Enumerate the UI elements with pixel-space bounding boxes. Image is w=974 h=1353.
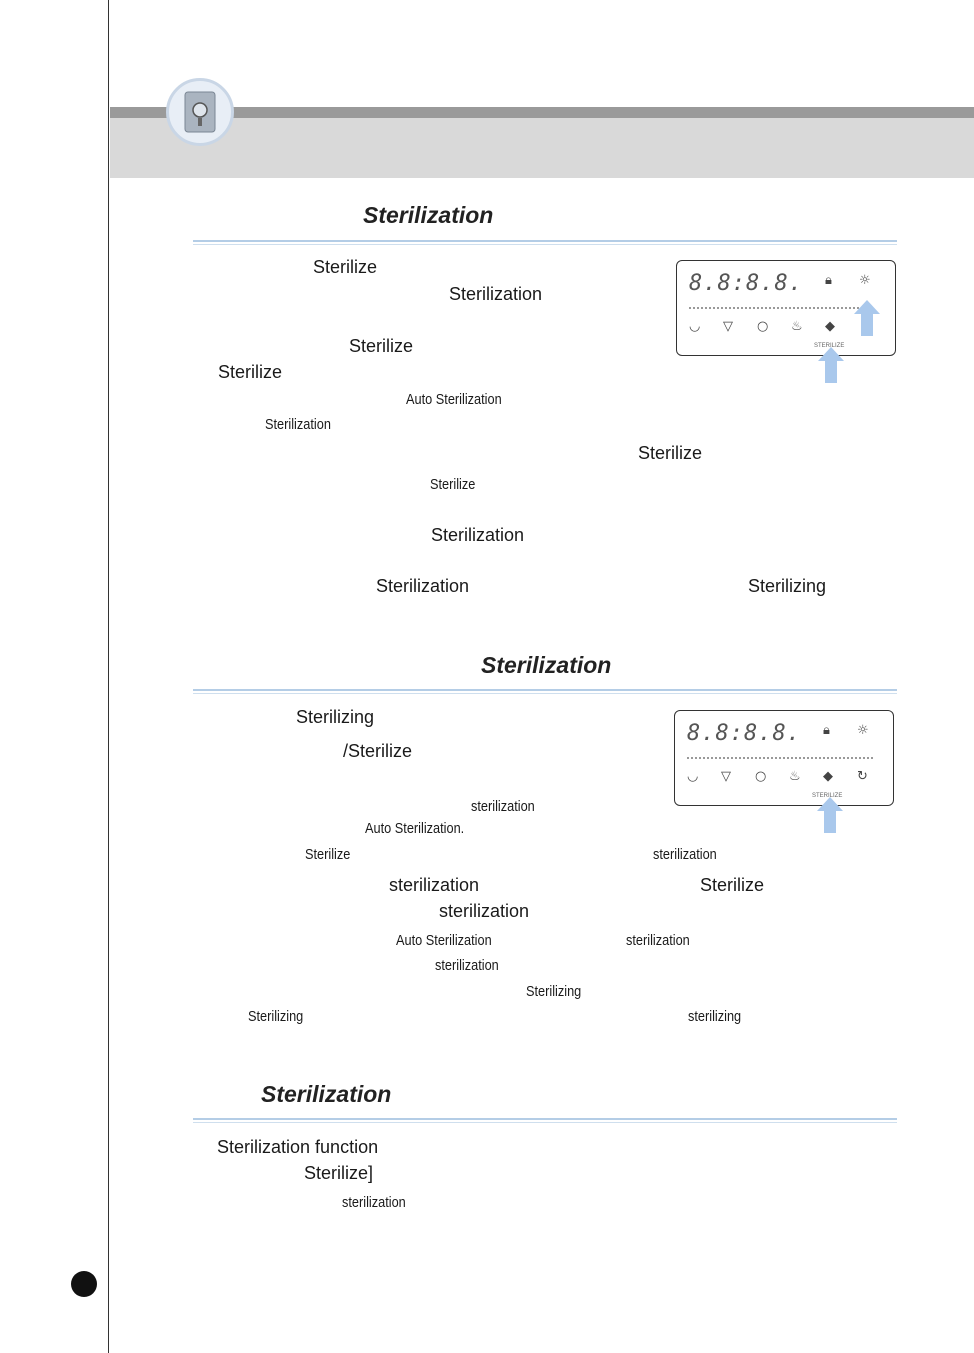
panel-dots	[687, 757, 873, 759]
section3-heading: Sterilization	[261, 1081, 392, 1107]
lock-icon: 🔒︎	[825, 273, 832, 288]
cup-icon: ▽	[723, 319, 733, 334]
product-logo	[166, 78, 234, 146]
text-line: sterilization	[471, 798, 535, 815]
arrow-up-icon	[818, 347, 844, 383]
panel-display: 8.8:8.8.	[687, 721, 801, 746]
text-line: sterilization	[439, 901, 530, 921]
text-line: Sterilizing	[526, 983, 582, 1000]
page-number-dot	[71, 1271, 97, 1297]
text-line: Sterilizing	[248, 1008, 304, 1025]
hot-water-icon: ♨	[789, 769, 801, 784]
header-band	[110, 118, 974, 178]
text-line: /Sterilize	[343, 741, 413, 761]
text-line: Auto Sterilization.	[365, 820, 465, 837]
text-line: Auto Sterilization	[396, 932, 492, 949]
text-line: Sterilize	[305, 846, 351, 863]
control-panel: 8.8:8.8. 🔒︎ ☼ ◡ ▽ ○ ♨ ◆ ↻ STERILIZE	[674, 710, 894, 806]
section1-heading: Sterilization	[363, 202, 494, 228]
text-line: Sterilize	[638, 443, 703, 463]
lock-icon: 🔒︎	[823, 723, 830, 738]
panel-dots	[689, 307, 867, 309]
text-line: Sterilize	[430, 476, 476, 493]
section2-rule	[193, 689, 897, 691]
panel-display: 8.8:8.8.	[689, 271, 803, 296]
text-line: Sterilization function	[217, 1137, 379, 1157]
panel-sterilize-label: STERILIZE	[814, 343, 845, 349]
hot-water-icon: ♨	[791, 319, 803, 334]
light-icon: ☼	[857, 723, 869, 738]
text-line: Sterilization	[376, 576, 470, 596]
control-panel: 8.8:8.8. 🔒︎ ☼ ◡ ▽ ○ ♨ ◆ STERILIZE	[676, 260, 896, 356]
text-line: sterilization	[626, 932, 690, 949]
refresh-icon: ↻	[857, 769, 868, 784]
panel-sterilize-label: STERILIZE	[812, 793, 843, 799]
text-line: Auto Sterilization	[406, 391, 502, 408]
text-line: sterilizing	[688, 1008, 742, 1025]
cup-icon: ◡	[689, 319, 701, 334]
margin-line	[108, 0, 109, 1353]
text-line: Sterilizing	[296, 707, 375, 727]
text-line: Sterilization	[431, 525, 525, 545]
section3-rule	[193, 1118, 897, 1120]
section2-heading: Sterilization	[481, 652, 612, 678]
text-line: sterilization	[653, 846, 717, 863]
cup-icon: ○	[757, 319, 769, 334]
text-line: sterilization	[389, 875, 480, 895]
text-line: Sterilization	[265, 416, 331, 433]
arrow-up-icon	[817, 797, 843, 833]
cup-icon: ▽	[721, 769, 731, 784]
text-line: Sterilize	[313, 257, 378, 277]
sterilize-drop-icon: ◆	[825, 319, 835, 334]
text-line: Sterilize	[349, 336, 414, 356]
text-line: Sterilize]	[304, 1163, 374, 1183]
header-stripe	[110, 107, 974, 118]
text-line: Sterilize	[218, 362, 283, 382]
light-icon: ☼	[859, 273, 871, 288]
section1-rule	[193, 240, 897, 242]
text-line: Sterilize	[700, 875, 765, 895]
sterilize-drop-icon: ◆	[823, 769, 833, 784]
text-line: sterilization	[342, 1194, 406, 1211]
text-line: Sterilizing	[748, 576, 827, 596]
section3-rule-thin	[193, 1122, 897, 1123]
text-line: sterilization	[435, 957, 499, 974]
section1-rule-thin	[193, 244, 897, 245]
section2-rule-thin	[193, 693, 897, 694]
cup-icon: ○	[755, 769, 767, 784]
cup-icon: ◡	[687, 769, 699, 784]
arrow-up-icon	[854, 300, 880, 336]
water-purifier-icon	[184, 91, 216, 133]
text-line: Sterilization	[449, 284, 543, 304]
